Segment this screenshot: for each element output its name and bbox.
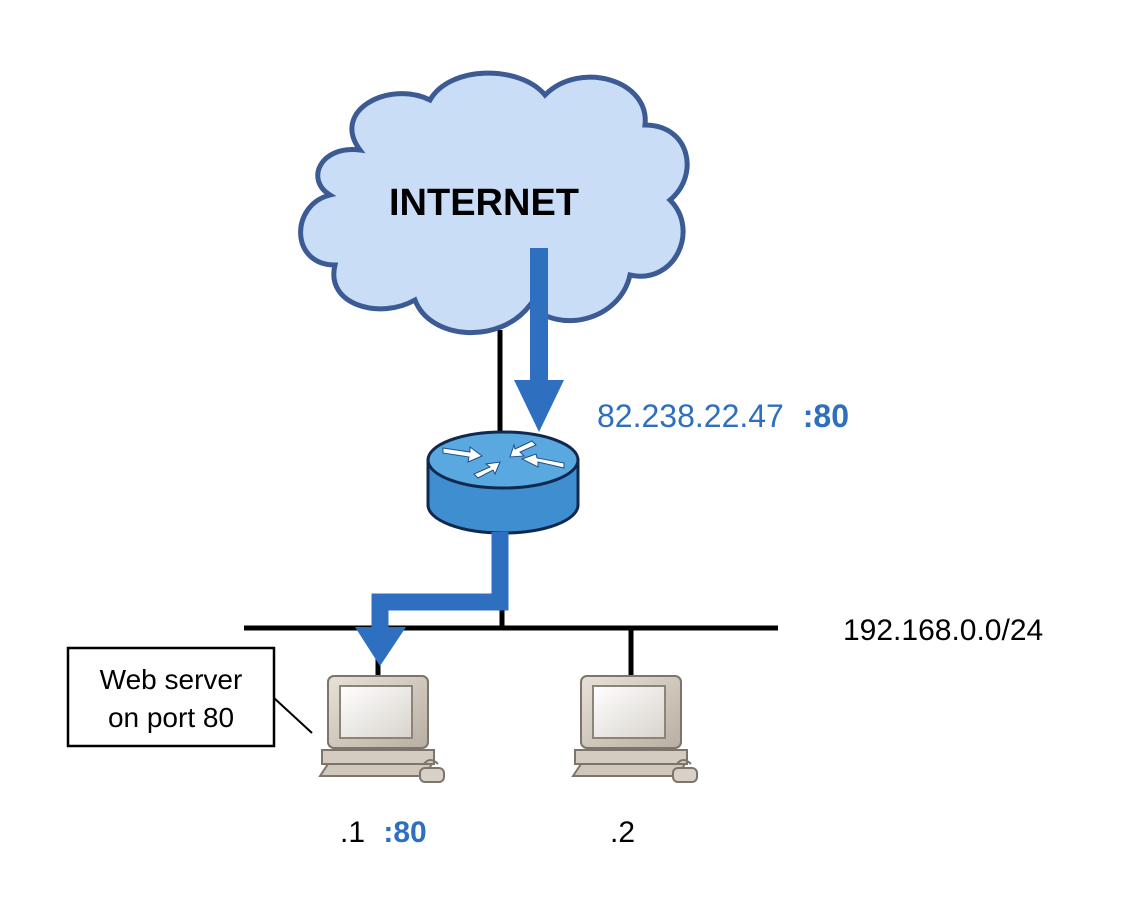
public-ip: 82.238.22.47 [597, 398, 784, 434]
internet-cloud: INTERNET [298, 70, 690, 336]
public-address-label: 82.238.22.47 :80 [597, 398, 849, 434]
router-icon [426, 430, 580, 535]
callout-line-1: Web server [100, 664, 243, 695]
host-2-computer-icon [571, 675, 698, 783]
host-2-label: .2 [610, 816, 635, 849]
host-1-label: .1 :80 [340, 816, 427, 849]
host-1-port: :80 [383, 816, 426, 849]
inbound-arrow [514, 248, 564, 432]
web-server-callout: Web server on port 80 [66, 646, 313, 748]
host-1-computer-icon [318, 675, 445, 783]
public-port: :80 [803, 398, 849, 434]
forward-arrow [355, 532, 509, 666]
subnet-label: 192.168.0.0/24 [843, 614, 1043, 647]
cloud-label: INTERNET [389, 182, 579, 224]
host-1-suffix: .1 [340, 816, 365, 849]
callout-line-2: on port 80 [108, 702, 234, 733]
